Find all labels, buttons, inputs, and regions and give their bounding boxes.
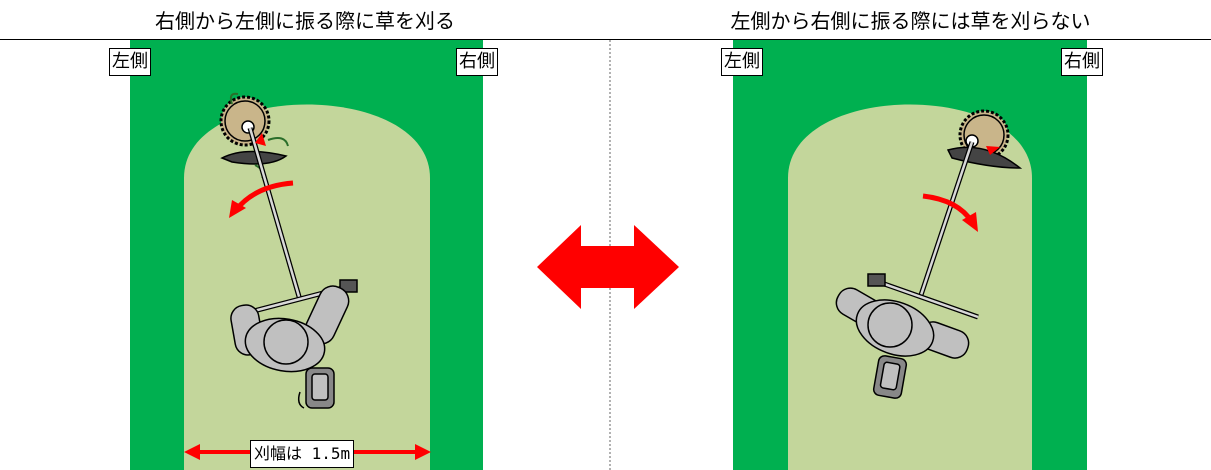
left-mowed-area <box>184 104 430 470</box>
left-rotation-arrow-icon <box>255 133 266 146</box>
width-arrow-right-icon <box>415 444 431 460</box>
right-head <box>867 302 913 348</box>
left-swing-arrowhead-icon <box>229 200 246 218</box>
right-panel-right-tag: 右側 <box>1061 48 1103 76</box>
right-grip <box>867 273 886 287</box>
right-swing-arrowhead-icon <box>962 212 978 232</box>
left-panel-left-tag: 左側 <box>109 48 151 76</box>
left-panel-title: 右側から左側に振る際に草を刈る <box>0 0 610 40</box>
width-arrow-left-icon <box>184 444 200 460</box>
left-engine-cover <box>311 373 329 401</box>
left-grip <box>339 279 358 293</box>
left-panel-right-tag: 右側 <box>456 48 498 76</box>
double-arrow-icon <box>537 225 679 309</box>
right-shaft-inner <box>918 141 974 299</box>
right-panel-title: 左側から右側に振る際には草を刈らない <box>610 0 1211 40</box>
left-head <box>263 319 309 365</box>
cutting-width-label: 刈幅は 1.5m <box>250 440 355 468</box>
right-field <box>733 40 1087 470</box>
left-shaft-inner <box>248 127 302 301</box>
right-panel-left-tag: 左側 <box>721 48 763 76</box>
right-worker <box>835 109 1023 399</box>
right-mowed-area <box>788 104 1032 470</box>
left-pull-cord <box>297 391 305 409</box>
right-handlebar-inner <box>872 278 979 319</box>
right-engine-cover <box>879 361 901 391</box>
right-rotation-arrow-icon <box>986 146 1000 155</box>
left-guard-icon <box>220 150 288 165</box>
left-worker <box>219 92 358 409</box>
